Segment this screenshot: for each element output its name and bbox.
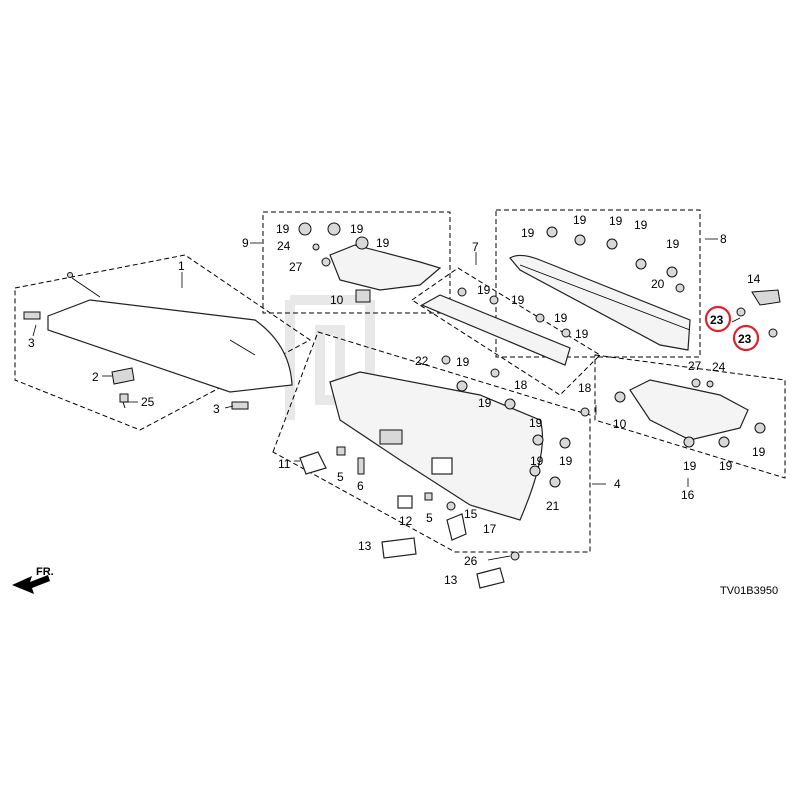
callout-5-upper: 5	[337, 470, 344, 484]
callout-labels: 1 2 3 3 4 5 5 6 7 8 9 10 10 11 12 13 13 …	[28, 213, 766, 587]
callout-19: 19	[530, 454, 544, 468]
tailgate-lining-4	[329, 355, 590, 521]
callout-24-upper: 24	[277, 239, 291, 253]
callout-1: 1	[178, 259, 185, 273]
callout-2: 2	[92, 370, 99, 384]
callout-19: 19	[683, 459, 697, 473]
callout-19: 19	[529, 416, 543, 430]
callout-11: 11	[278, 457, 291, 471]
lid-17	[446, 513, 467, 541]
group-box-16	[594, 354, 786, 479]
cargo-cover-panel	[47, 272, 293, 393]
callout-27-right: 27	[688, 359, 702, 373]
group-box-7	[411, 267, 601, 396]
cover-pin-right	[231, 401, 249, 410]
callout-27-upper: 27	[289, 260, 303, 274]
callout-22: 22	[415, 354, 429, 368]
callout-19: 19	[477, 283, 491, 297]
fastener-23-upper	[736, 307, 746, 317]
screw-26	[487, 551, 520, 561]
callout-12: 12	[399, 514, 413, 528]
callout-21: 21	[546, 499, 560, 513]
callout-6: 6	[357, 479, 364, 493]
highlighted-callout-23-upper: 23	[704, 305, 732, 333]
fastener-23-lower	[768, 328, 778, 338]
callout-19: 19	[666, 237, 680, 251]
callout-18-right: 18	[578, 381, 592, 395]
callout-13-bottom: 13	[444, 573, 458, 587]
group-box-4	[272, 331, 591, 553]
pin-6	[357, 457, 365, 475]
callout-14: 14	[747, 272, 761, 286]
callout-19: 19	[554, 311, 568, 325]
screw-25	[119, 393, 129, 409]
highlighted-callout-23-lower: 23	[732, 324, 760, 352]
callout-3-right: 3	[213, 402, 220, 416]
handle-13-bottom	[476, 567, 505, 589]
callout-16: 16	[681, 488, 695, 502]
watermark-logo	[285, 295, 375, 420]
callout-19: 19	[575, 327, 589, 341]
callout-19: 19	[559, 454, 573, 468]
cover-pin-left	[23, 311, 41, 320]
callout-19: 19	[456, 355, 470, 369]
diagram-code: TV01B3950	[720, 585, 778, 597]
handle-13-left	[381, 537, 417, 559]
callout-9: 9	[242, 236, 249, 250]
callout-8: 8	[720, 232, 727, 246]
callout-7: 7	[472, 240, 479, 254]
callout-19: 19	[634, 218, 648, 232]
callout-15: 15	[464, 507, 478, 521]
callout-19: 19	[511, 293, 525, 307]
trim-strip-7	[420, 287, 571, 366]
callout-26: 26	[464, 554, 478, 568]
callout-19: 19	[719, 459, 733, 473]
leader-lines	[32, 238, 741, 487]
callout-10-right: 10	[613, 417, 627, 431]
callout-25: 25	[141, 395, 155, 409]
clip-5-upper	[336, 446, 346, 456]
upper-garnish-9	[298, 222, 442, 303]
highlight-ring	[732, 324, 760, 352]
upper-trim-8	[509, 226, 691, 351]
callout-19: 19	[521, 226, 535, 240]
callout-20: 20	[651, 277, 665, 291]
cap-12	[397, 495, 413, 509]
highlight-ring	[704, 305, 732, 333]
callout-19: 19	[573, 213, 587, 227]
callout-19: 19	[609, 214, 623, 228]
clip-5-lower	[424, 492, 433, 501]
front-direction-label: FR.	[36, 566, 54, 578]
callout-19: 19	[752, 445, 766, 459]
callout-13-left: 13	[358, 539, 372, 553]
callout-10-upper: 10	[330, 293, 344, 307]
callout-23-lower: 23	[738, 332, 752, 346]
cap-15	[446, 501, 456, 511]
callout-17: 17	[483, 522, 497, 536]
callout-19: 19	[478, 396, 492, 410]
bracket-14	[751, 289, 781, 306]
lid-11	[299, 451, 327, 475]
callout-23-upper: 23	[710, 313, 724, 327]
front-direction-arrow: FR.	[12, 566, 54, 594]
callout-4: 4	[614, 477, 621, 491]
callout-19: 19	[376, 236, 390, 250]
callout-5-lower: 5	[426, 511, 433, 525]
group-box-8	[495, 209, 701, 358]
cover-holder-2	[111, 367, 135, 385]
callout-19: 19	[350, 222, 364, 236]
callout-24-right: 24	[712, 360, 726, 374]
side-garnish-16	[614, 378, 766, 448]
callout-18-center: 18	[514, 378, 528, 392]
callout-19: 19	[276, 222, 290, 236]
callout-3-left: 3	[28, 336, 35, 350]
